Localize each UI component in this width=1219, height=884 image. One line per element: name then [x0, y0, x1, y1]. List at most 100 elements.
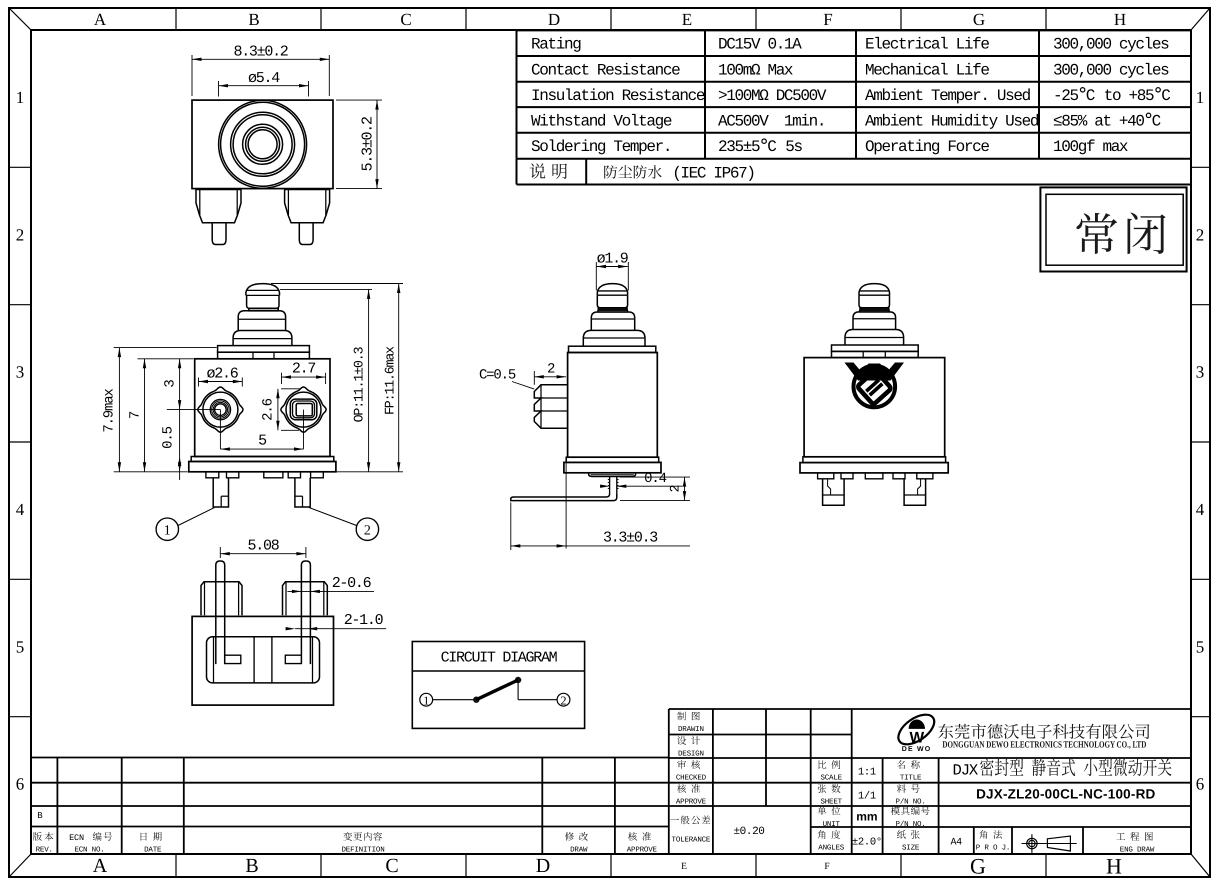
svg-text:5s: 5s	[777, 138, 802, 156]
svg-text:APPROVE: APPROVE	[676, 798, 707, 807]
svg-text:SCALE: SCALE	[820, 774, 842, 783]
svg-text:A4: A4	[950, 837, 962, 848]
svg-text:ENG DRAW: ENG DRAW	[1120, 846, 1155, 855]
svg-text:235±5: 235±5	[718, 138, 760, 156]
svg-text:3: 3	[163, 380, 179, 388]
svg-text:SHEET: SHEET	[820, 798, 842, 807]
svg-text:C: C	[1161, 87, 1171, 105]
svg-text:DJX-ZL20-00CL-NC-100-RD: DJX-ZL20-00CL-NC-100-RD	[976, 787, 1155, 802]
svg-text:D: D	[536, 855, 550, 877]
svg-text:2: 2	[364, 524, 371, 539]
svg-text:CIRCUIT DIAGRAM: CIRCUIT DIAGRAM	[441, 650, 558, 667]
svg-text:1:1: 1:1	[858, 766, 876, 778]
svg-text:C=0.5: C=0.5	[479, 368, 516, 384]
svg-text:A: A	[94, 10, 107, 29]
svg-text:Rating: Rating	[531, 36, 581, 54]
svg-text:2: 2	[1196, 225, 1205, 244]
svg-text:1: 1	[16, 88, 25, 107]
svg-text:C: C	[1152, 112, 1162, 130]
svg-text:≤85% at +40: ≤85% at +40	[1053, 112, 1144, 130]
svg-text:Withstand Voltage: Withstand Voltage	[531, 112, 672, 130]
svg-text:P/N NO.: P/N NO.	[896, 798, 926, 807]
svg-text:300,000 cycles: 300,000 cycles	[1053, 36, 1169, 54]
svg-text:1: 1	[423, 693, 429, 707]
svg-text:C: C	[767, 138, 777, 156]
svg-text:G: G	[973, 10, 985, 29]
svg-text:5: 5	[1196, 637, 1205, 656]
svg-text:E: E	[682, 10, 692, 29]
svg-text:2: 2	[16, 225, 25, 244]
svg-text:8.3±0.2: 8.3±0.2	[233, 44, 287, 61]
svg-text:ø2.6: ø2.6	[207, 366, 239, 383]
svg-text:REV.: REV.	[36, 847, 53, 855]
svg-text:Operating Force: Operating Force	[865, 138, 989, 156]
svg-text:B: B	[37, 811, 43, 821]
svg-text:±2.0°: ±2.0°	[852, 836, 882, 848]
svg-text:Ambient Humidity Used: Ambient Humidity Used	[865, 112, 1039, 130]
svg-text:5.08: 5.08	[248, 538, 280, 555]
svg-text:5: 5	[258, 433, 267, 450]
svg-text:A: A	[93, 855, 108, 877]
svg-text:Ambient Temper. Used: Ambient Temper. Used	[865, 87, 1031, 105]
svg-text:DRAW: DRAW	[570, 847, 588, 855]
svg-text:UNIT: UNIT	[823, 821, 841, 829]
svg-text:±0.20: ±0.20	[733, 826, 764, 838]
svg-text:Insulation Resistance: Insulation Resistance	[531, 87, 705, 105]
svg-text:>100MΩ DC500V: >100MΩ DC500V	[718, 87, 827, 105]
svg-text:4: 4	[1196, 500, 1205, 519]
svg-text:TOLERANCE: TOLERANCE	[672, 836, 711, 845]
svg-text:1: 1	[164, 524, 171, 539]
svg-text:ECN NO.: ECN NO.	[74, 846, 104, 855]
svg-text:B: B	[245, 855, 258, 877]
svg-text:ø1.9: ø1.9	[597, 251, 628, 268]
svg-text:7: 7	[127, 411, 143, 419]
svg-text:SIZE: SIZE	[902, 844, 920, 853]
svg-text:3: 3	[16, 363, 25, 382]
svg-text:2: 2	[668, 485, 683, 492]
svg-text:0.5: 0.5	[161, 426, 177, 448]
svg-text:H: H	[1114, 10, 1126, 29]
svg-text:ANGLES: ANGLES	[818, 844, 845, 853]
svg-text:CHECKED: CHECKED	[676, 774, 707, 783]
svg-text:ø5.4: ø5.4	[248, 70, 280, 87]
svg-text:C: C	[1086, 87, 1096, 105]
svg-text:DEFINITION: DEFINITION	[341, 846, 384, 855]
svg-text:Mechanical Life: Mechanical Life	[865, 61, 989, 79]
svg-text:5: 5	[16, 637, 25, 656]
svg-text:H: H	[1106, 854, 1122, 879]
svg-text:Electrical Life: Electrical Life	[865, 36, 989, 54]
svg-text:ECN: ECN	[69, 833, 84, 843]
svg-text:DJX: DJX	[953, 762, 979, 780]
svg-text:FP:11.6max: FP:11.6max	[383, 346, 398, 415]
svg-text:DATE: DATE	[144, 847, 162, 855]
svg-text:1/1: 1/1	[858, 790, 876, 802]
svg-text:3.3±0.3: 3.3±0.3	[603, 530, 658, 547]
svg-text:DE WO: DE WO	[902, 746, 932, 753]
svg-text:7.9max: 7.9max	[102, 389, 118, 433]
svg-text:mm: mm	[856, 810, 877, 824]
svg-text:-25: -25	[1053, 87, 1078, 105]
svg-text:P/N NO.: P/N NO.	[896, 820, 926, 829]
svg-text:P R O J.: P R O J.	[976, 844, 1010, 853]
svg-text:6: 6	[1196, 775, 1205, 794]
svg-text:C: C	[385, 855, 398, 877]
svg-text:G: G	[970, 854, 986, 879]
svg-text:Contact Resistance: Contact Resistance	[531, 61, 680, 79]
svg-text:100mΩ Max: 100mΩ Max	[718, 61, 793, 79]
svg-text:300,000 cycles: 300,000 cycles	[1053, 61, 1169, 79]
svg-text:APPROVE: APPROVE	[627, 846, 658, 855]
svg-text:2: 2	[547, 362, 555, 378]
svg-text:2.6: 2.6	[261, 398, 277, 420]
svg-text:to +85: to +85	[1096, 87, 1154, 105]
svg-text:TITLE: TITLE	[900, 775, 922, 783]
svg-text:2-0.6: 2-0.6	[332, 575, 372, 592]
svg-text:2: 2	[561, 693, 567, 707]
svg-text:2.7: 2.7	[292, 361, 315, 378]
svg-text:6: 6	[16, 775, 25, 794]
svg-text:AC500V 1min.: AC500V 1min.	[718, 112, 825, 130]
svg-text:F: F	[824, 862, 829, 872]
svg-text:E: E	[681, 862, 687, 872]
svg-text:Soldering Temper.: Soldering Temper.	[531, 138, 671, 156]
svg-text:(IEC IP67): (IEC IP67)	[672, 165, 754, 183]
svg-text:2-1.0: 2-1.0	[344, 612, 384, 629]
